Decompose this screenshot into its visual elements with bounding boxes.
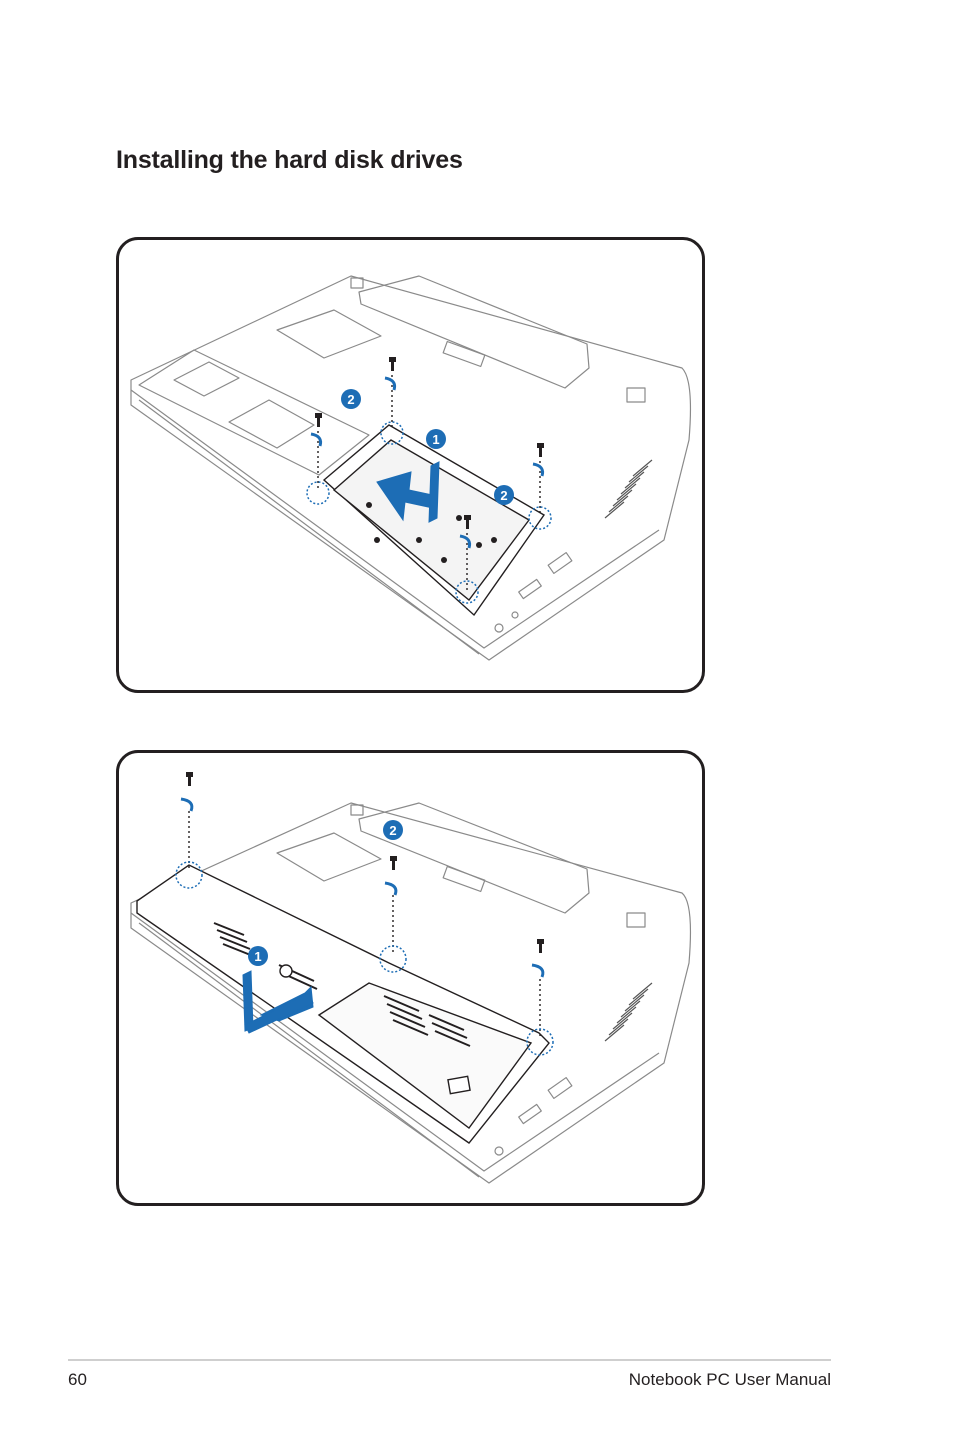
figure-compartment-cover: 1 2 xyxy=(116,750,705,1206)
slide-arrow-icon xyxy=(376,461,440,523)
screw-hole-highlight xyxy=(455,580,479,604)
step-badge-2: 2 xyxy=(341,389,361,409)
step-badge-label: 2 xyxy=(347,392,354,407)
slide-arrow-icon xyxy=(242,970,314,1034)
rotate-arrow-icon xyxy=(180,797,545,978)
step-badge-2: 2 xyxy=(383,820,403,840)
step-badge-label: 1 xyxy=(254,949,261,964)
screw-hole-highlight xyxy=(526,1028,554,1056)
rotate-arrow-icon xyxy=(310,376,545,549)
screw-icon xyxy=(315,357,544,529)
compartment-cover-icon xyxy=(136,864,550,1144)
screw-hole-highlight xyxy=(380,421,404,445)
laptop-base-outline xyxy=(130,275,692,661)
laptop-base-outline xyxy=(130,802,692,1184)
footer-divider xyxy=(68,1359,831,1361)
screw-icon xyxy=(186,772,544,953)
step-badge-label: 2 xyxy=(389,823,396,838)
side-vent xyxy=(604,982,653,1042)
hdd-tray-illustration: 1 2 2 xyxy=(130,275,692,661)
step-badge-label: 2 xyxy=(500,488,507,503)
side-vent xyxy=(604,459,653,519)
step-badge-2: 2 xyxy=(494,485,514,505)
step-badge-1: 1 xyxy=(248,946,268,966)
screw-hole-highlight xyxy=(528,506,552,530)
compartment-cover-illustration: 1 2 xyxy=(130,772,692,1184)
page-title: Installing the hard disk drives xyxy=(116,146,463,174)
figure-hdd-tray: 1 2 2 xyxy=(116,237,705,693)
screw-hole-highlight xyxy=(175,861,203,889)
screw-hole-highlight xyxy=(306,481,330,505)
screw-hole-highlight xyxy=(379,945,407,973)
step-badge-1: 1 xyxy=(426,429,446,449)
page-number: 60 xyxy=(68,1370,87,1389)
step-badge-label: 1 xyxy=(432,432,439,447)
manual-title: Notebook PC User Manual xyxy=(628,1370,831,1389)
